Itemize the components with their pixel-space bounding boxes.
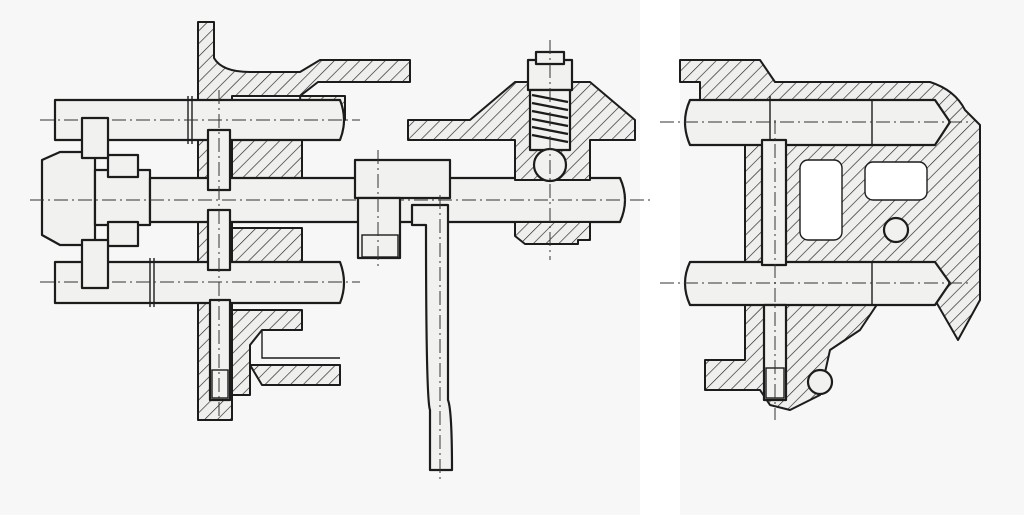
shift-collar bbox=[353, 150, 452, 270]
left-pins bbox=[206, 90, 232, 420]
right-upper-shaft bbox=[660, 96, 970, 150]
detent-housing bbox=[407, 40, 636, 260]
left-lower-shaft bbox=[40, 258, 360, 307]
right-lower-shaft bbox=[660, 260, 970, 307]
left-upper-shaft bbox=[40, 96, 360, 144]
left-knob bbox=[40, 116, 152, 290]
right-housing bbox=[679, 59, 981, 411]
right-pins bbox=[760, 120, 788, 420]
shift-lever bbox=[410, 195, 454, 480]
